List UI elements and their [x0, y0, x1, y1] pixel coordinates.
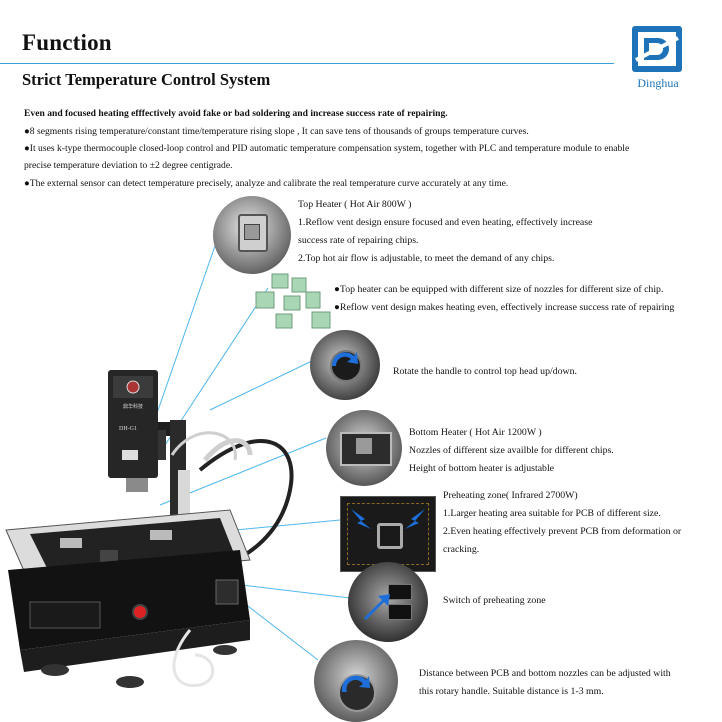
bottom-heater-photo [326, 410, 402, 486]
handle-photo [310, 330, 380, 400]
switch-line-1: Switch of preheating zone [443, 595, 546, 606]
top-heater-title: Top Heater ( Hot Air 800W ) [298, 199, 412, 210]
preheat-switch-photo [348, 562, 428, 642]
intro-bullet-2-line-2: precise temperature deviation to ±2 degr… [24, 160, 233, 171]
title-divider [0, 63, 614, 64]
preheating-line-2: 2.Even heating effectively prevent PCB f… [443, 526, 682, 537]
rework-station-illustration: 鼎华科技 DH-G1 [5, 370, 294, 688]
nozzles-photo [255, 273, 331, 329]
preheating-title: Preheating zone( Infrared 2700W) [443, 490, 578, 501]
top-heater-line-3: 2.Top hot air flow is adjustable, to mee… [298, 253, 555, 264]
preheating-zone-photo [340, 496, 436, 572]
preheating-line-3: cracking. [443, 544, 480, 555]
logo-text: Dinghua [637, 76, 679, 90]
bottom-heater-line-2: Height of bottom heater is adjustable [409, 463, 555, 474]
distance-line-1: Distance between PCB and bottom nozzles … [419, 668, 671, 679]
dinghua-logo [632, 26, 682, 72]
distance-line-2: this rotary handle. Suitable distance is… [419, 686, 604, 697]
top-heater-line-1: 1.Reflow vent design ensure focused and … [298, 217, 593, 228]
top-heater-photo [213, 196, 291, 274]
machine-model-label: DH-G1 [119, 426, 137, 432]
preheating-line-1: 1.Larger heating area suitable for PCB o… [443, 508, 661, 519]
page-subtitle: Strict Temperature Control System [22, 70, 271, 89]
intro-lead: Even and focused heating efffectively av… [24, 108, 448, 119]
handle-line-1: Rotate the handle to control top head up… [393, 366, 577, 377]
nozzles-line-1: ●Top heater can be equipped with differe… [334, 284, 664, 295]
bottom-heater-line-1: Nozzles of different size availble for d… [409, 445, 614, 456]
bottom-heater-title: Bottom Heater ( Hot Air 1200W ) [409, 427, 542, 438]
intro-bullet-2-line-1: ●It uses k-type thermocouple closed-loop… [24, 143, 630, 154]
intro-bullet-1: ●8 segments rising temperature/constant … [24, 126, 529, 137]
nozzles-line-2: ●Reflow vent design makes heating even, … [334, 302, 675, 313]
page-title: Function [22, 30, 112, 55]
rotary-handle-photo [314, 640, 398, 722]
top-heater-line-2: success rate of repairing chips. [298, 235, 419, 246]
machine-brand-label: 鼎华科技 [123, 403, 143, 410]
intro-bullet-3: ●The external sensor can detect temperat… [24, 178, 509, 189]
